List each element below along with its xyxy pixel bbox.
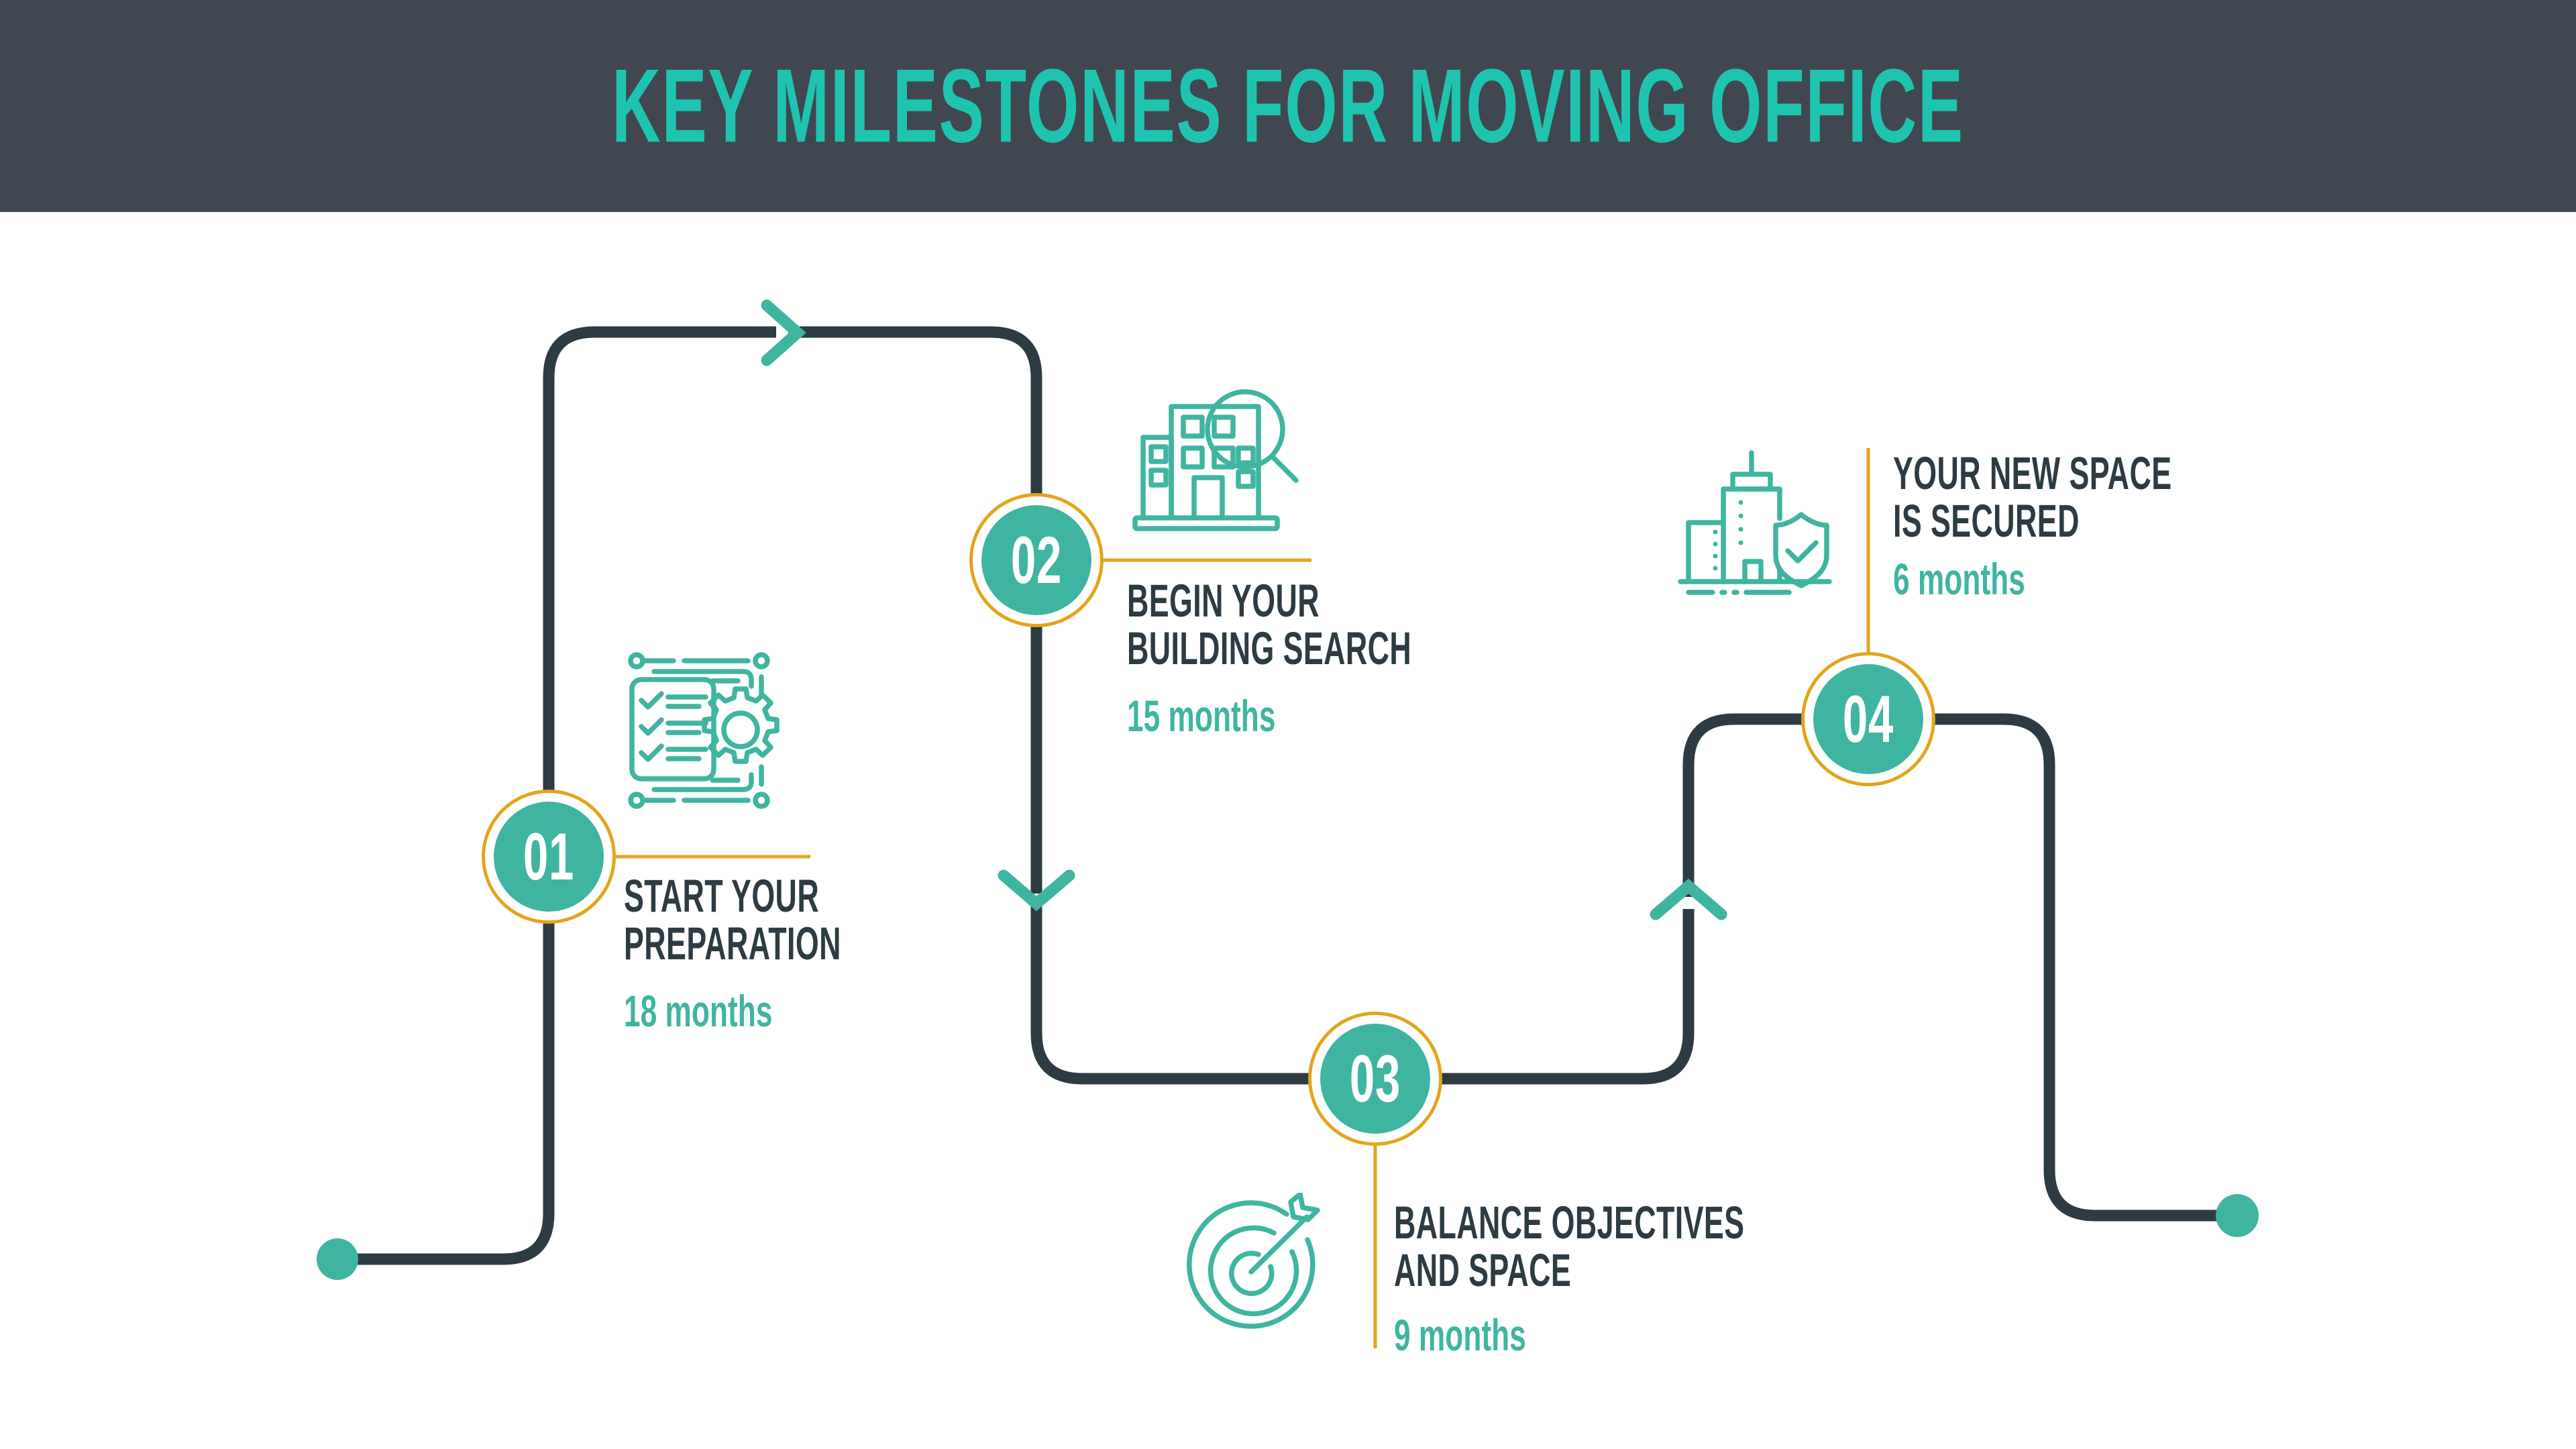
milestone-title-02-line2: BUILDING SEARCH [1127, 622, 1412, 674]
node-disc-04 [1813, 664, 1923, 774]
milestone-duration-03: 9 months [1394, 1311, 1526, 1360]
node-number-04: 04 [1842, 682, 1894, 757]
milestone-title-02-line1: BEGIN YOUR [1127, 574, 1320, 627]
milestone-title-01-line2: PREPARATION [624, 917, 841, 969]
milestone-node-03[interactable]: 03 [1308, 1012, 1442, 1146]
milestone-node-04[interactable]: 04 [1801, 652, 1935, 786]
milestone-duration-01: 18 months [624, 987, 773, 1036]
milestone-duration-04: 6 months [1893, 555, 2025, 604]
chevron-up-icon [1650, 878, 1727, 920]
milestone-title-03-line2: AND SPACE [1394, 1244, 1572, 1296]
end-dot [2216, 1194, 2259, 1237]
node-disc-02 [981, 505, 1091, 615]
start-dot [317, 1238, 358, 1280]
chevron-right-icon [761, 299, 806, 366]
milestone-text-01: START YOUR PREPARATION 18 months [624, 869, 896, 1034]
milestone-title-03-line1: BALANCE OBJECTIVES [1394, 1196, 1745, 1248]
building-search-icon [1127, 376, 1301, 537]
node-number-01: 01 [523, 819, 575, 894]
milestone-node-02[interactable]: 02 [969, 493, 1104, 627]
page-title: KEY MILESTONES FOR MOVING OFFICE [612, 47, 1964, 165]
milestone-text-03: BALANCE OBJECTIVES AND SPACE 9 months [1394, 1196, 1832, 1358]
milestone-title-04-line1: YOUR NEW SPACE [1893, 447, 2172, 499]
milestone-text-02: BEGIN YOUR BUILDING SEARCH 15 months [1127, 574, 1483, 739]
milestone-node-01[interactable]: 01 [482, 790, 616, 924]
milestone-title-04-line2: IS SECURED [1893, 494, 2080, 547]
milestone-text-04: YOUR NEW SPACE IS SECURED 6 months [1893, 447, 2241, 602]
node-disc-03 [1320, 1024, 1430, 1134]
checklist-gear-icon [624, 647, 792, 815]
node-number-03: 03 [1349, 1041, 1401, 1116]
node-number-02: 02 [1010, 523, 1063, 598]
milestone-title-01-line1: START YOUR [624, 869, 820, 922]
header-bar: KEY MILESTONES FOR MOVING OFFICE [0, 0, 2576, 212]
milestone-duration-02: 15 months [1127, 692, 1276, 741]
target-arrow-icon [1186, 1193, 1342, 1344]
chevron-down-icon [998, 869, 1075, 912]
buildings-shield-icon [1674, 446, 1848, 606]
node-disc-01 [494, 802, 604, 912]
